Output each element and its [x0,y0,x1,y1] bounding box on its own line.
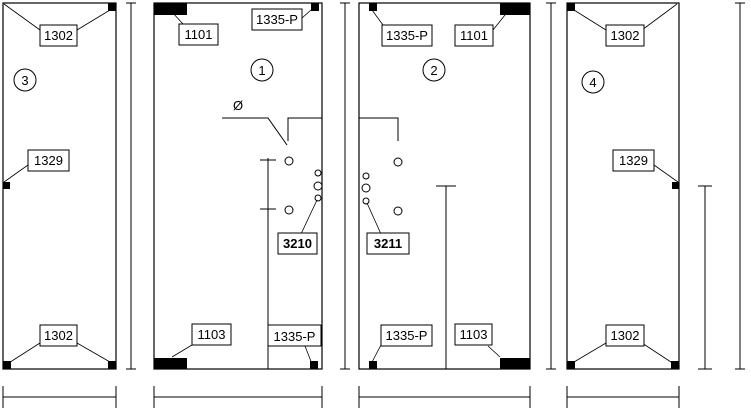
svg-text:1: 1 [258,63,265,78]
panel-4-corner-block [567,361,575,369]
leader-line [171,344,193,358]
panel-2-top-hinge-block [500,3,530,15]
svg-text:4: 4 [589,75,596,90]
panel-4-corner-block [567,3,575,11]
leader-line [76,342,111,363]
panel-4: 1302 1329 1302 4 [566,2,680,370]
panel-2-corner-block [369,3,377,11]
hole-icon [362,172,370,180]
panel-1-bottom-right-label: 1335-P [267,324,322,347]
hole-icon [393,206,403,216]
panel-1-number: 1 [250,58,274,82]
panel-3-bottom-label: 1302 [39,324,78,347]
panel-3-side-block [3,182,10,189]
panel-2-hardware-label: 3211 [366,232,410,255]
svg-text:1302: 1302 [611,328,640,343]
panel-4-top-label: 1302 [605,24,645,47]
panel-1-top-hinge-block [154,3,187,15]
svg-text:1103: 1103 [460,327,488,342]
panel-3-top-label: 1302 [39,24,78,47]
panel-1-hardware-label: 3210 [277,232,318,255]
hole-icon [362,197,370,205]
svg-text:1329: 1329 [619,153,648,168]
hole-icon [313,181,323,191]
bottom-dimension-lines [2,386,680,408]
panel-3-outline [2,2,117,370]
panel-2-bottom-left-label: 1335-P [380,324,433,347]
leader-line [371,9,384,26]
panel-1-corner-block [311,3,319,11]
panel-2-bottom-right-label: 1103 [454,323,493,346]
svg-text:1101: 1101 [185,27,213,42]
leader-line [76,9,111,31]
panel-2-corner-block [369,361,377,369]
panel-1-bottom-left-label: 1103 [191,323,232,346]
leader-line [3,342,41,367]
panel-1-top-left-label: 1101 [178,23,219,46]
panel-2-number: 2 [422,58,446,82]
leader-line [301,9,312,19]
leader-line [370,344,382,365]
leader-line [487,345,501,358]
panel-2-top-right-label: 1101 [454,24,494,47]
hole-icon [314,194,322,202]
pull-handle-line [359,117,399,141]
leader-line [653,164,679,183]
svg-text:1335-P: 1335-P [386,28,428,43]
panel-3-middle-label: 1329 [27,149,70,172]
panel-1-corner-block [310,361,318,369]
panel-2: 1335-P 1101 2 3211 1335-P 1103 [358,2,531,370]
svg-text:3211: 3211 [374,236,402,251]
leader-line [171,11,184,25]
svg-text:1101: 1101 [460,28,488,43]
leader-line [641,3,678,31]
pull-handle-line [287,117,322,141]
panel-4-number: 4 [581,70,605,94]
hole-icon [393,157,403,167]
panel-2-top-left-label: 1335-P [381,24,433,47]
svg-text:1103: 1103 [198,327,226,342]
svg-text:1335-P: 1335-P [386,328,428,343]
panel-4-outline [566,2,680,370]
leader-line [573,9,607,31]
panel-4-bottom-label: 1302 [605,324,645,347]
leader-line [3,3,41,31]
panel-3-corner-block [3,361,11,369]
svg-text:2: 2 [430,63,437,78]
leader-line [366,202,382,235]
panel-3-corner-block [108,361,116,369]
panel-1-top-right-label: 1335-P [251,8,303,31]
leader-line [300,199,318,235]
panel-3: 1302 1329 1302 3 [2,2,117,370]
panel-4-side-block [672,182,679,189]
leader-line [573,342,607,363]
svg-text:1302: 1302 [44,28,73,43]
panel-1-bottom-hinge-block [154,358,187,369]
hole-icon [314,169,322,177]
panel-3-corner-block [108,3,116,11]
panel-4-middle-label: 1329 [612,149,655,172]
diameter-symbol: Ø [233,98,243,113]
panel-2-bottom-hinge-block [500,358,530,369]
svg-text:3: 3 [21,73,28,88]
svg-text:1335-P: 1335-P [274,329,316,344]
svg-text:1329: 1329 [34,153,63,168]
panel-3-number: 3 [13,68,37,92]
svg-text:3210: 3210 [283,236,312,251]
hole-icon [284,205,294,215]
panel-1-outline [153,2,323,370]
hole-icon [361,183,371,193]
hole-icon [284,156,294,166]
leader-line [222,117,288,146]
leader-line [3,164,29,183]
panel-1: Ø 1101 1335-P 1 3210 1103 [153,2,323,370]
leader-line [641,342,678,367]
leader-line [492,14,506,31]
leader-line [304,345,313,365]
dimension-lines [126,2,745,370]
svg-text:1302: 1302 [44,328,73,343]
svg-text:1302: 1302 [611,28,640,43]
svg-text:1335-P: 1335-P [256,12,298,27]
